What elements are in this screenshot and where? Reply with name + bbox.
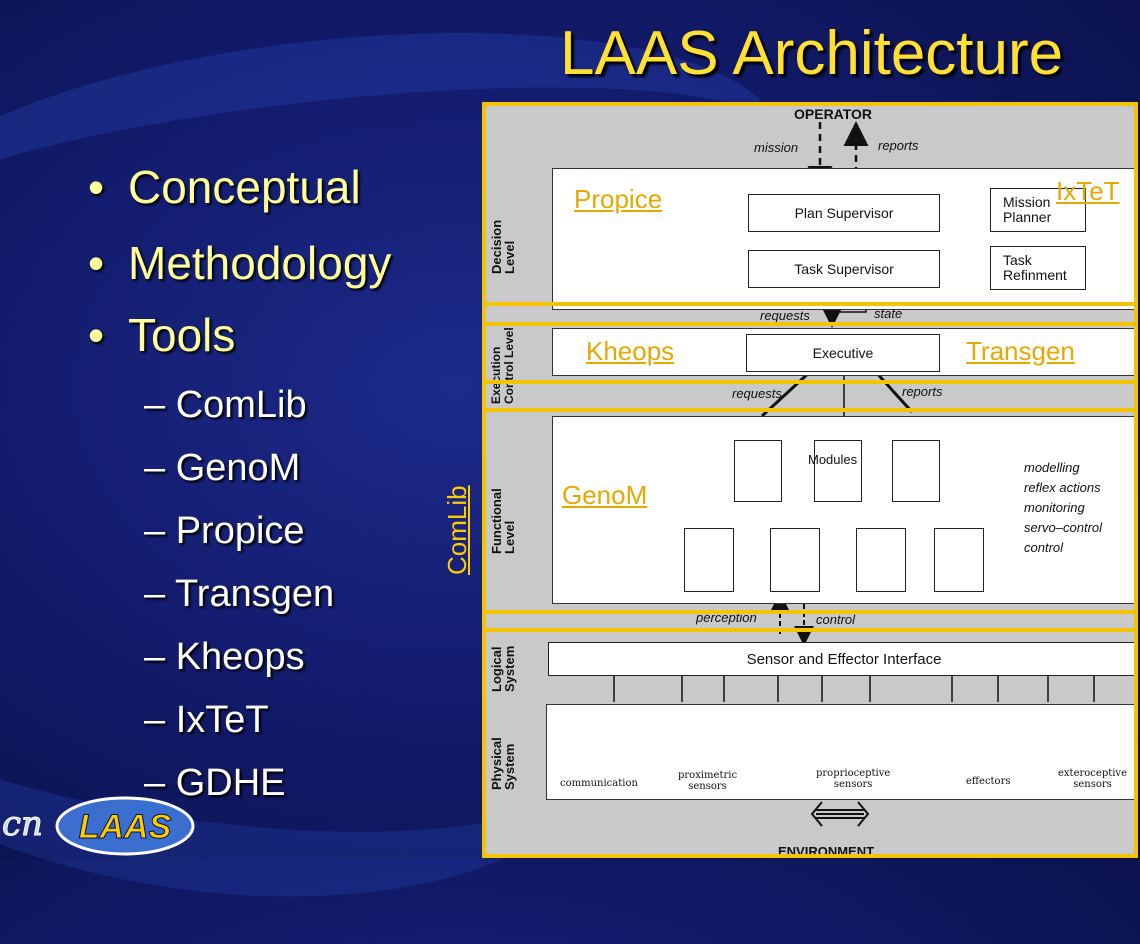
bullet-marker: • [88,237,105,289]
link-ixtet[interactable]: IxTeT [1056,176,1120,206]
bullet-item: • Conceptual [88,160,361,214]
link-comlib[interactable]: ComLib [442,485,472,575]
sub-bullet-item: – GDHE [144,762,286,804]
device-communication-label: communication [560,778,638,789]
function-item: modelling [1024,460,1080,475]
sub-bullet-item: – IxTeT [144,699,269,741]
function-item: servo–control [1024,520,1103,535]
sub-bullet-item: – ComLib [144,384,307,426]
sub-bullet-item: – GenoM [144,447,301,489]
bullet-item: • Methodology [88,236,391,290]
sensor-effector-interface-box: Sensor and Effector Interface [548,642,1138,676]
system-band [482,628,1138,858]
bullet-marker: • [88,309,105,361]
svg-text:cn: cn [2,804,43,844]
link-kheops[interactable]: Kheops [586,336,675,366]
decision-band [482,102,1138,306]
link-propice[interactable]: Propice [574,184,663,214]
bullet-text: Tools [128,309,236,361]
state-label: state [874,306,903,321]
module-box [892,440,940,502]
module-box [934,528,984,592]
control-label: control [816,612,856,627]
bullet-item: • Tools [88,308,235,362]
slide-title: LAAS Architecture [560,19,1064,88]
device-proprioceptive-label: proprioceptive sensors [816,768,891,790]
bullet-text: Conceptual [128,161,361,213]
device-effectors-label: effectors [966,776,1011,787]
task-refinment-box: Task Refinment [990,246,1086,290]
sub-bullet-item: – Transgen [144,573,335,615]
task-supervisor-box: Task Supervisor [748,250,940,288]
operator-label: OPERATOR [794,106,873,122]
device-exteroceptive-label: exteroceptive sensors [1058,768,1127,790]
physical-system-panel [546,704,1138,800]
link-genom[interactable]: GenoM [562,480,648,510]
function-item: control [1024,540,1064,555]
mission-planner-box: Mission Planner [990,188,1086,232]
mission-label: mission [754,140,799,155]
module-box [684,528,734,592]
bullet-marker: • [88,161,105,213]
sub-bullet-item: – Kheops [144,636,305,678]
link-transgen[interactable]: Transgen [966,336,1075,366]
laas-logo: cn LAAS [2,796,195,856]
module-box [814,440,862,502]
functional-band [482,408,1138,614]
executive-box: Executive [746,334,940,372]
requests-label: requests [760,308,810,323]
sub-bullet-item: – Propice [144,510,305,552]
module-box [734,440,782,502]
architecture-diagram: OPERATOR mission reports Plan Supervisor… [482,102,1138,858]
plan-supervisor-box: Plan Supervisor [748,194,940,232]
requests-exec-label: requests [732,386,782,401]
execution-band [482,322,1138,384]
reports-exec-label: reports [902,384,943,399]
modules-label: Modules [808,452,858,467]
function-item: reflex actions [1024,480,1101,495]
module-box [770,528,820,592]
device-proximetric-label: proximetric sensors [678,770,738,792]
function-item: monitoring [1024,500,1085,515]
logo-text: LAAS [79,808,172,846]
module-box [856,528,906,592]
bullet-text: Methodology [128,237,392,289]
reports-top-label: reports [878,138,919,153]
